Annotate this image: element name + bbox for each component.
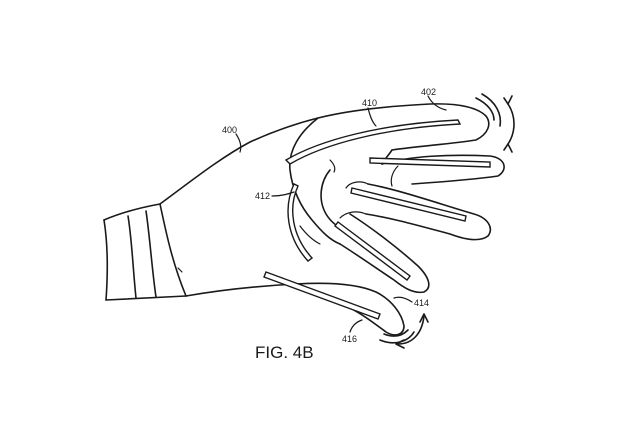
pinky-curved-arrow: [397, 315, 425, 345]
index-motion-arc: [475, 97, 495, 121]
thumb-sensor-strip: [287, 183, 314, 262]
leader-402: [427, 95, 447, 111]
label-402: 402: [421, 87, 436, 97]
glove-cuff: [103, 203, 187, 301]
middle-sensor-strip: [369, 157, 491, 168]
index-curved-arrow: [507, 103, 515, 145]
figure-caption: FIG. 4B: [255, 343, 314, 362]
pinky-motion-arc: [383, 329, 409, 337]
sensor-strips: [263, 119, 491, 320]
reference-numerals: 400 410 402 412 414 416: [222, 87, 436, 344]
label-410: 410: [362, 98, 377, 108]
label-414: 414: [414, 298, 429, 308]
label-412: 412: [255, 191, 270, 201]
index-sensor-strip: [284, 119, 462, 165]
leader-414: [393, 296, 413, 303]
label-400: 400: [222, 125, 237, 135]
motion-indicators: [379, 93, 515, 349]
leader-410: [367, 107, 377, 127]
glove-outline: [159, 103, 505, 336]
leader-lines: [235, 95, 447, 333]
label-416: 416: [342, 334, 357, 344]
ring-sensor-strip: [350, 187, 467, 222]
lower-sensor-strip: [263, 271, 381, 320]
leader-412: [271, 191, 295, 197]
pinky-sensor-strip: [334, 221, 411, 281]
leader-416: [349, 319, 363, 333]
leader-400: [235, 133, 242, 153]
